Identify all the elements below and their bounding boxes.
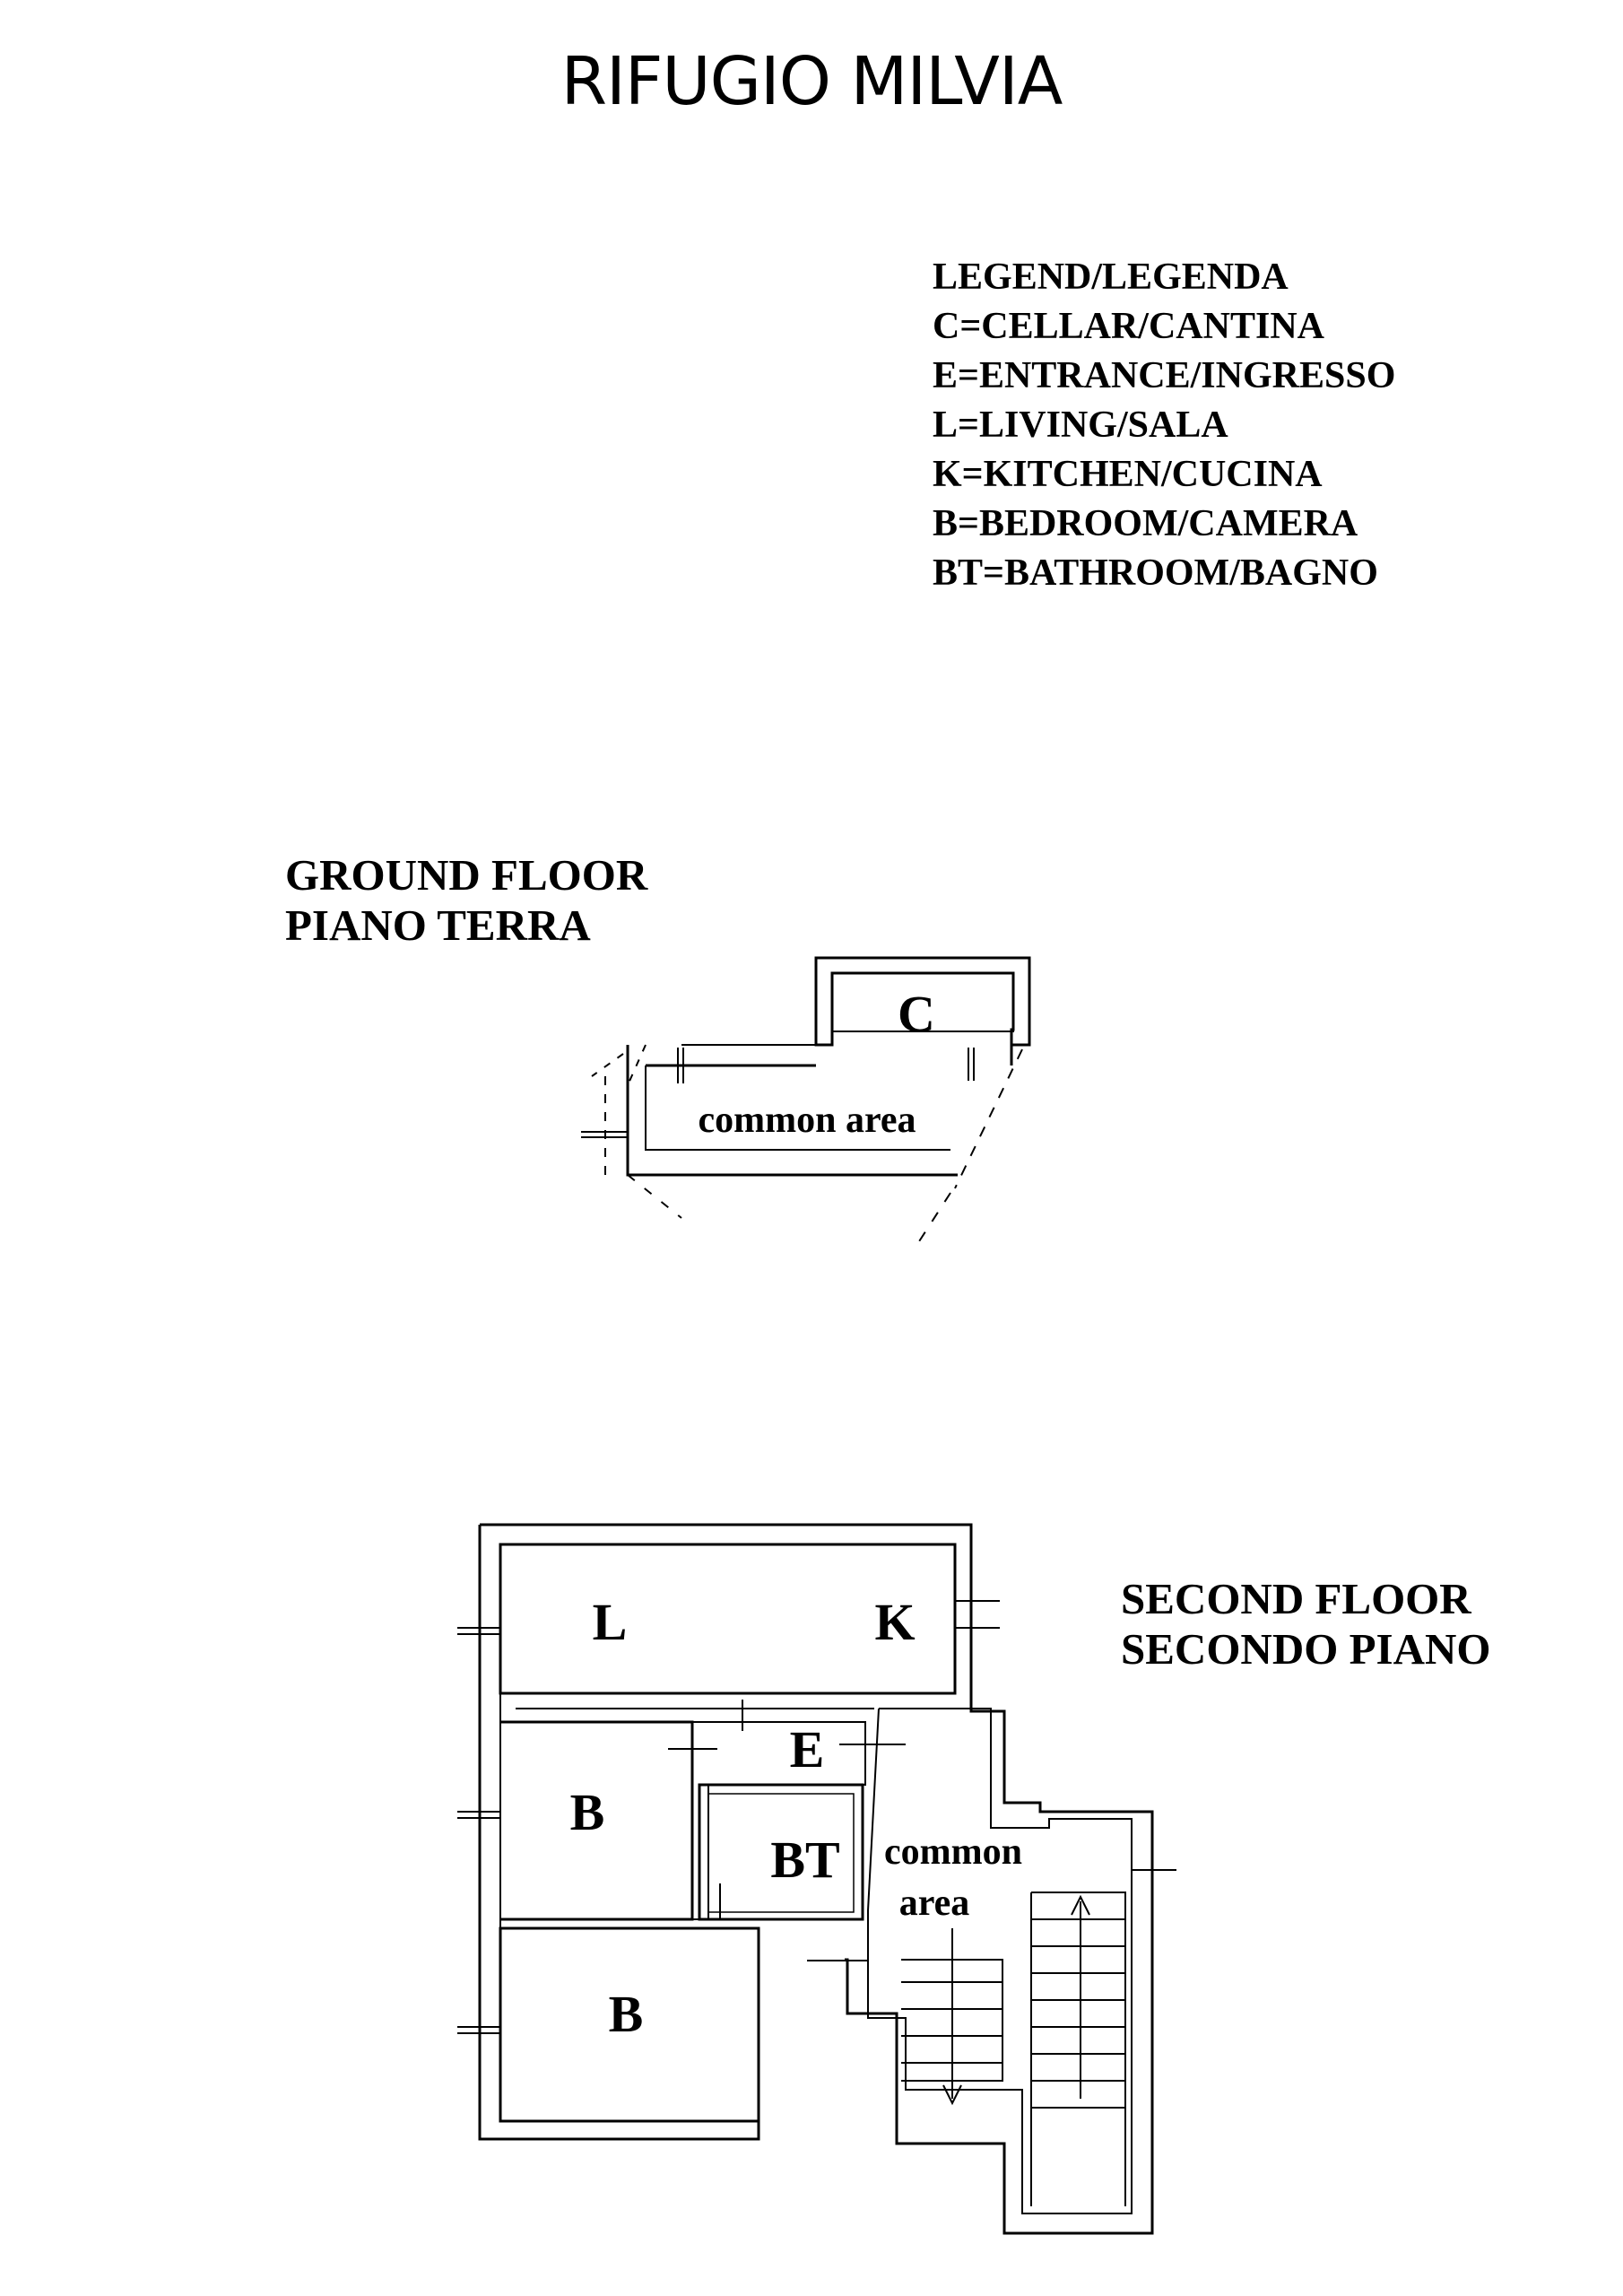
room-label-common-line2: area bbox=[899, 1883, 970, 1924]
legend-item-living: L=LIVING/SALA bbox=[933, 404, 1228, 446]
legend: LEGEND/LEGENDA C=CELLAR/CANTINA E=ENTRAN… bbox=[933, 253, 1395, 598]
living-kitchen-room bbox=[499, 1543, 957, 1695]
second-floor-label-en: SECOND FLOOR bbox=[1121, 1574, 1471, 1623]
room-label-common-area-ground: common area bbox=[699, 1100, 916, 1141]
common-area-second bbox=[867, 1708, 1133, 2214]
ground-floor-label: GROUND FLOOR PIANO TERRA bbox=[285, 850, 647, 951]
room-label-bedroom-1: B bbox=[570, 1783, 605, 1841]
apartment-outer-wall bbox=[480, 1523, 1154, 2235]
stair-right bbox=[1030, 1892, 1126, 2206]
room-label-entrance: E bbox=[790, 1720, 825, 1779]
room-label-cellar: C bbox=[898, 985, 935, 1043]
room-label-kitchen: K bbox=[874, 1593, 915, 1651]
ground-floor-plan bbox=[581, 956, 1031, 1252]
legend-item-entrance: E=ENTRANCE/INGRESSO bbox=[933, 355, 1396, 396]
second-floor-plan bbox=[457, 1523, 1176, 2235]
legend-item-cellar: C=CELLAR/CANTINA bbox=[933, 306, 1324, 347]
legend-item-bedroom: B=BEDROOM/CAMERA bbox=[933, 503, 1358, 544]
legend-item-kitchen: K=KITCHEN/CUCINA bbox=[933, 454, 1323, 495]
room-label-bedroom-2: B bbox=[609, 1985, 644, 2043]
bathroom-room bbox=[698, 1783, 864, 1921]
legend-item-bathroom: BT=BATHROOM/BAGNO bbox=[933, 552, 1378, 594]
stair-left bbox=[901, 1928, 1003, 2106]
room-label-common-line1: common bbox=[884, 1831, 1022, 1873]
legend-heading: LEGEND/LEGENDA bbox=[933, 257, 1289, 298]
ground-floor-label-it: PIANO TERRA bbox=[285, 900, 591, 950]
second-floor-label: SECOND FLOOR SECONDO PIANO bbox=[1121, 1574, 1490, 1674]
second-floor-label-it: SECONDO PIANO bbox=[1121, 1624, 1491, 1674]
room-label-living: L bbox=[593, 1593, 628, 1651]
plan-title: RIFUGIO MILVIA bbox=[560, 43, 1063, 120]
ground-floor-label-en: GROUND FLOOR bbox=[285, 850, 648, 900]
entrance-room bbox=[692, 1721, 866, 1919]
room-label-bathroom: BT bbox=[770, 1831, 839, 1889]
bedroom-2-room bbox=[499, 1926, 760, 2123]
